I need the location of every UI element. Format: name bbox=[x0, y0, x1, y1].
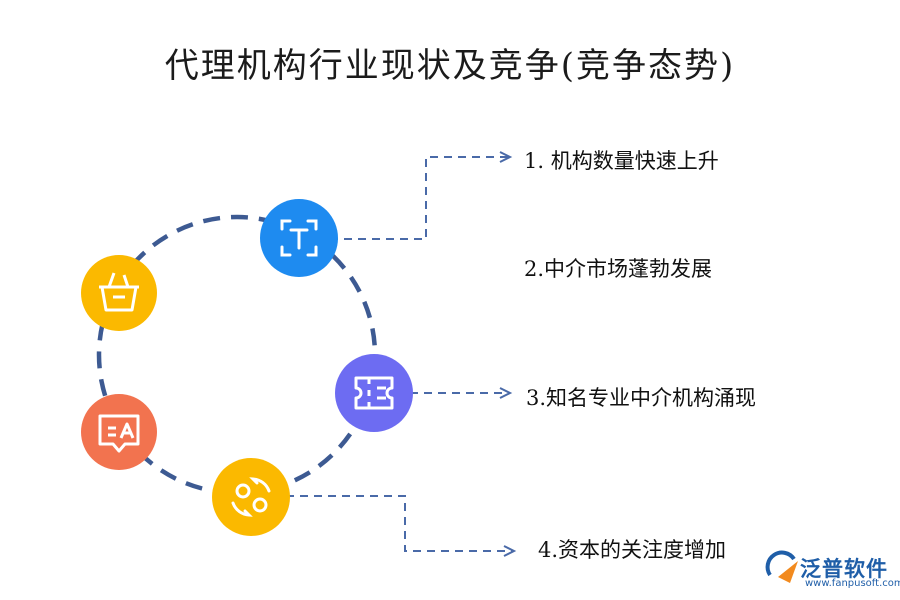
brand-logo: 泛普软件 www.fanpusoft.com bbox=[768, 551, 900, 591]
connector-4 bbox=[286, 495, 512, 552]
item-label-2: 2.中介市场蓬勃发展 bbox=[524, 257, 713, 281]
item-label-3: 3.知名专业中介机构涌现 bbox=[526, 386, 757, 410]
page-title: 代理机构行业现状及竞争(竞争态势) bbox=[164, 46, 736, 86]
arrowhead-1 bbox=[499, 151, 513, 163]
arrowhead-4 bbox=[503, 545, 517, 557]
text-t-icon bbox=[260, 199, 338, 277]
translate-chat-icon bbox=[81, 394, 157, 470]
item-label-1: 1. 机构数量快速上升 bbox=[524, 149, 719, 173]
logo-name: 泛普软件 bbox=[800, 557, 888, 581]
item-label-4: 4.资本的关注度增加 bbox=[538, 538, 727, 562]
basket-icon bbox=[81, 255, 157, 331]
exchange-icon bbox=[212, 458, 290, 536]
connector-1 bbox=[330, 156, 508, 240]
fanpu-logo-icon bbox=[765, 550, 798, 583]
logo-url: www.fanpusoft.com bbox=[805, 578, 900, 589]
ticket-list-icon bbox=[335, 354, 413, 432]
arrowhead-3 bbox=[499, 387, 513, 399]
